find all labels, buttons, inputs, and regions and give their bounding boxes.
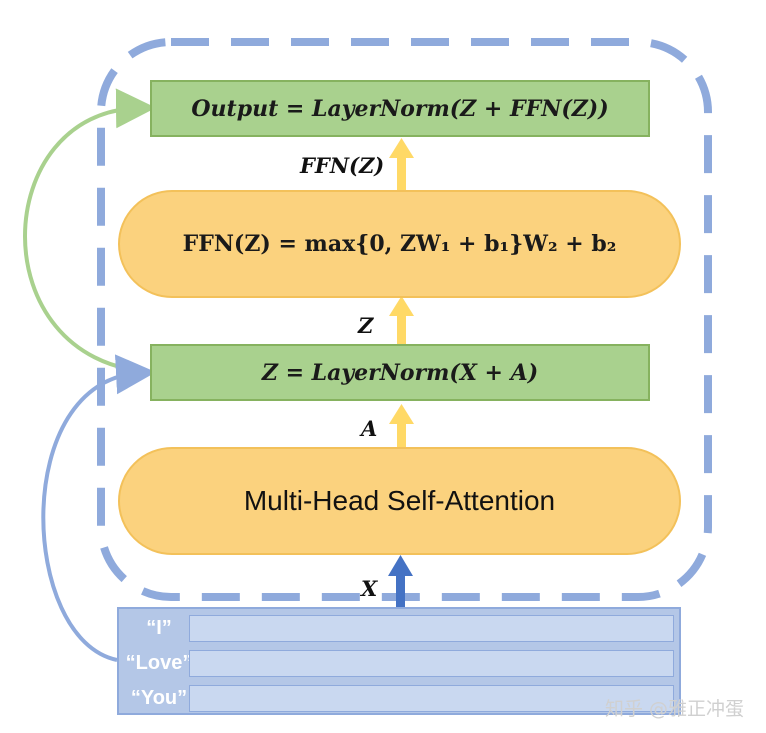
ffn-formula: FFN(Z) = max{0, ZW₁ + b₁}W₂ + b₂: [182, 231, 617, 257]
token-label: “I”: [146, 617, 172, 639]
token-label: “Love”: [125, 652, 193, 674]
norm-formula: Z = LayerNorm(X + A): [261, 359, 539, 386]
watermark: 知乎 @雅正冲蛋: [604, 698, 744, 720]
output-formula: Output = LayerNorm(Z + FFN(Z)): [191, 95, 609, 122]
ffn-box: FFN(Z) = max{0, ZW₁ + b₁}W₂ + b₂: [118, 190, 681, 298]
attention-layernorm-box: Z = LayerNorm(X + A): [150, 344, 650, 401]
z-flow-label: Z: [358, 313, 374, 338]
residual-connection-attention: [41, 354, 156, 662]
token-embedding-bar: [189, 685, 674, 712]
input-embedding-block: “I” “Love” “You”: [117, 607, 681, 715]
arrow-input-to-attention: [388, 555, 413, 607]
ffn-flow-label: FFN(Z): [300, 153, 385, 178]
arrow-ffn-to-output: [389, 138, 414, 190]
output-layernorm-box: Output = LayerNorm(Z + FFN(Z)): [150, 80, 650, 137]
token-row: “I”: [119, 611, 679, 645]
token-embedding-bar: [189, 615, 674, 642]
self-attention-box: Multi-Head Self-Attention: [118, 447, 681, 555]
token-embedding-bar: [189, 650, 674, 677]
a-flow-label: A: [361, 416, 378, 441]
token-row: “Love”: [119, 646, 679, 680]
arrow-attention-to-norm: [389, 404, 414, 449]
residual-connection-ffn: [23, 88, 156, 374]
arrow-norm-to-ffn: [389, 296, 414, 344]
token-label: “You”: [130, 687, 188, 709]
self-attention-label: Multi-Head Self-Attention: [243, 485, 556, 516]
token-row: “You”: [119, 681, 679, 715]
x-flow-label: X: [361, 576, 378, 601]
